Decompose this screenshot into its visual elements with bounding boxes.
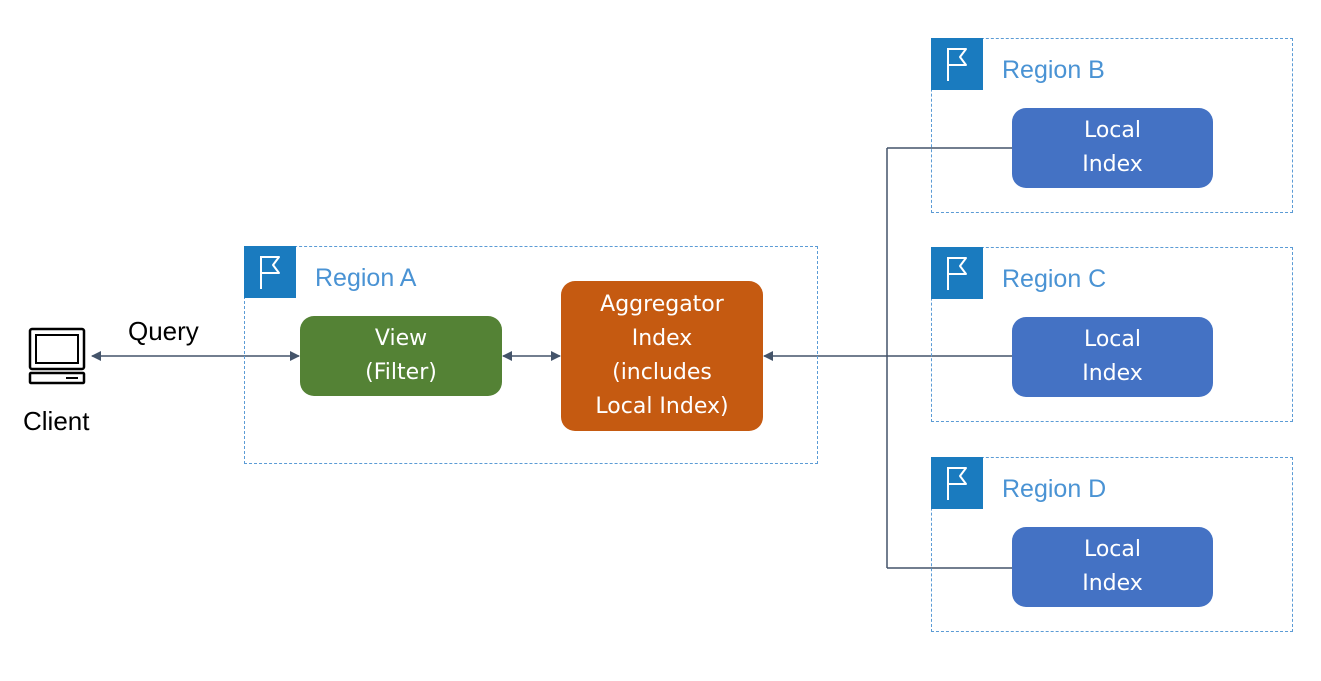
- local-index-box-c: Local Index: [1012, 317, 1213, 397]
- box-line: Index: [1082, 152, 1143, 177]
- local-index-box-d: Local Index: [1012, 527, 1213, 607]
- laptop-icon: [28, 327, 86, 385]
- view-filter-box: View (Filter): [300, 316, 502, 396]
- box-line: Local: [1083, 118, 1141, 143]
- client-label: Client: [23, 406, 90, 436]
- box-line: Index: [1082, 361, 1143, 386]
- box-line: Index: [1082, 571, 1143, 596]
- region-a: Region A: [244, 246, 818, 464]
- aggregator-index-box: Aggregator Index (includes Local Index): [561, 281, 763, 431]
- query-label: Query: [128, 316, 199, 346]
- flag-icon: [931, 38, 983, 90]
- box-line: View: [374, 326, 428, 351]
- box-line: Index: [631, 326, 693, 351]
- region-b: Region B: [931, 38, 1293, 213]
- region-d: Region D: [931, 457, 1293, 632]
- box-line: (includes: [612, 360, 712, 385]
- region-label: Region B: [1002, 56, 1105, 84]
- box-line: (Filter): [365, 360, 437, 385]
- flag-icon: [931, 247, 983, 299]
- region-label: Region C: [1002, 265, 1107, 293]
- box-line: Local Index): [595, 394, 729, 419]
- box-line: Local: [1083, 327, 1141, 352]
- region-label: Region A: [315, 264, 417, 292]
- client-node: Client: [20, 320, 100, 440]
- flag-icon: [244, 246, 296, 298]
- region-c: Region C: [931, 247, 1293, 422]
- region-label: Region D: [1002, 475, 1107, 503]
- box-line: Aggregator: [600, 292, 724, 317]
- box-line: Local: [1083, 537, 1141, 562]
- local-index-box-b: Local Index: [1012, 108, 1213, 188]
- flag-icon: [931, 457, 983, 509]
